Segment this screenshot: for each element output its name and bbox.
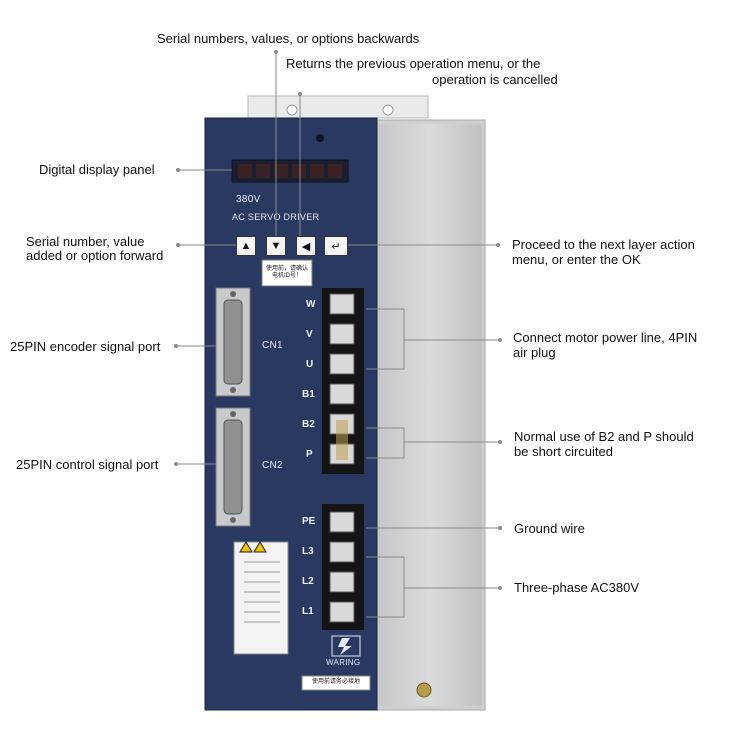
terminal-label-l2: L2	[302, 576, 314, 587]
mounting-hole-left	[286, 104, 298, 116]
ground-sticker: 使用前请务必接地	[304, 679, 368, 688]
terminal-label-w: W	[306, 299, 316, 310]
terminal-label-p: P	[306, 449, 313, 460]
terminal-label-v: V	[306, 329, 313, 340]
ground-screw	[416, 682, 432, 698]
terminal-label-l3: L3	[302, 546, 314, 557]
warning-sticker	[233, 541, 289, 655]
id-sticker: 使用前，请确认电机ID号！	[264, 264, 310, 282]
annotation-motor-2: air plug	[513, 345, 556, 360]
annotation-enter-1: Proceed to the next layer action	[512, 237, 695, 252]
annotation-short-2: be short circuited	[514, 444, 613, 459]
warning-label: WARING	[326, 658, 361, 667]
annotation-control-port: 25PIN control signal port	[16, 457, 159, 472]
down-button[interactable]: ▼	[266, 236, 286, 256]
annotation-motor-1: Connect motor power line, 4PIN	[513, 330, 698, 345]
terminal-label-l1: L1	[302, 606, 314, 617]
cn1-label: CN1	[262, 340, 283, 351]
annotation-display: Digital display panel	[39, 162, 155, 177]
annotation-enter-2: menu, or enter the OK	[512, 252, 641, 267]
terminal-label-b2: B2	[302, 419, 315, 430]
enter-button[interactable]: ↵	[324, 236, 348, 256]
annotation-short-1: Normal use of B2 and P should	[514, 429, 694, 444]
voltage-label: 380V	[236, 194, 261, 205]
annotation-three-phase: Three-phase AC380V	[514, 580, 640, 595]
annotation-forward-1: Serial number, value	[26, 234, 145, 249]
annotation-forward-2: added or option forward	[26, 248, 164, 263]
mounting-hole-right	[382, 104, 394, 116]
annotation-return-1: Returns the previous operation menu, or …	[286, 56, 541, 71]
terminal-label-u: U	[306, 359, 314, 370]
back-button[interactable]: ◀	[296, 236, 316, 256]
annotation-backward: Serial numbers, values, or options backw…	[157, 31, 420, 46]
terminal-label-pe: PE	[302, 516, 316, 527]
terminal-label-b1: B1	[302, 389, 315, 400]
annotation-encoder-port: 25PIN encoder signal port	[10, 339, 161, 354]
annotation-return-2: operation is cancelled	[432, 72, 558, 87]
up-button[interactable]: ▲	[236, 236, 256, 256]
cn2-label: CN2	[262, 460, 283, 471]
annotation-ground: Ground wire	[514, 521, 585, 536]
